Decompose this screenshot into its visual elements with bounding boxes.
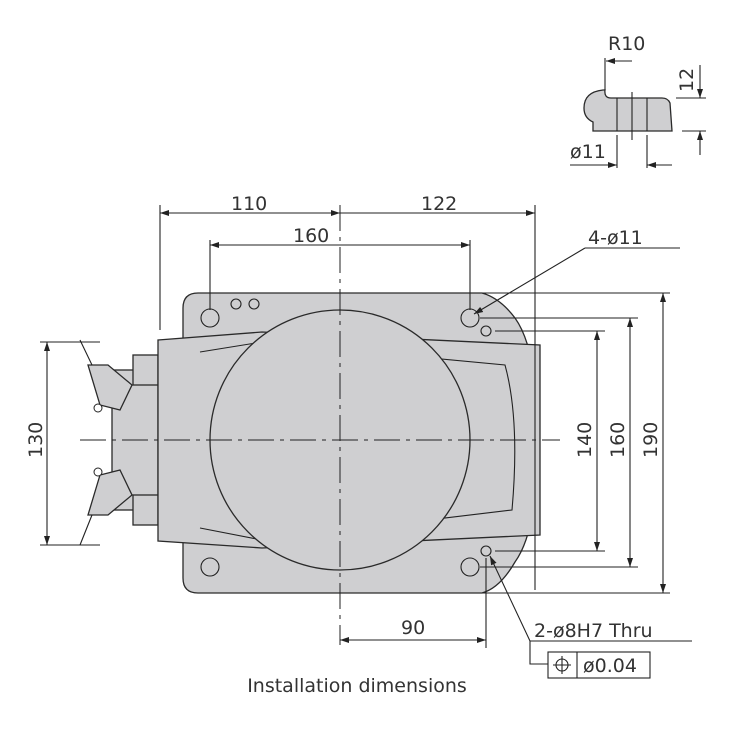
position-tolerance-frame: ø0.04: [547, 651, 651, 679]
dim-130: 130: [25, 422, 47, 458]
tolerance-value: ø0.04: [583, 655, 637, 677]
radius-label: R10: [608, 33, 645, 55]
position-symbol-icon: [553, 656, 571, 674]
pin-spec-label: 2-ø8H7 Thru: [534, 620, 653, 642]
dim-190: 190: [640, 422, 662, 458]
dim-160-horizontal: 160: [293, 225, 329, 247]
mounting-holes: [200, 298, 492, 577]
section-detail: R10 12 ø11: [570, 33, 706, 168]
dim-160-vertical: 160: [607, 422, 629, 458]
thickness-label: 12: [676, 68, 698, 92]
dim-110: 110: [231, 193, 267, 215]
dim-122: 122: [421, 193, 457, 215]
dim-140: 140: [574, 422, 596, 458]
dim-90: 90: [401, 617, 425, 639]
caption: Installation dimensions: [247, 675, 467, 697]
robot-base: [79, 292, 541, 594]
hole-diameter-label: ø11: [570, 141, 606, 163]
hole-spec-label: 4-ø11: [588, 227, 643, 249]
